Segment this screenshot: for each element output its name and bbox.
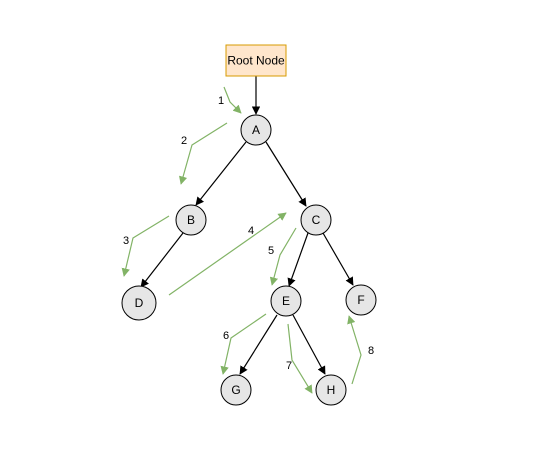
edge-c-f xyxy=(322,232,354,286)
step-label-4: 4 xyxy=(248,225,254,237)
node-e-label: E xyxy=(282,294,290,308)
node-d xyxy=(121,285,157,321)
node-labels: A B C D E F G H xyxy=(135,123,365,397)
node-b xyxy=(175,204,207,236)
traversal-arrow-5 xyxy=(269,227,297,286)
tree-edges xyxy=(140,76,354,375)
node-a-label: A xyxy=(252,123,260,137)
node-g-label: G xyxy=(231,383,240,397)
node-c-label: C xyxy=(312,213,321,227)
node-b-label: B xyxy=(187,213,195,227)
node-h xyxy=(315,374,347,406)
step-label-8: 8 xyxy=(368,345,374,357)
edge-e-g xyxy=(239,314,278,375)
node-h-label: H xyxy=(327,383,336,397)
step-label-1: 1 xyxy=(218,95,224,107)
traversal-arrow-1 xyxy=(223,86,242,114)
node-f-label: F xyxy=(357,293,364,307)
node-e xyxy=(270,285,302,317)
edge-a-b xyxy=(195,141,247,206)
traversal-arrow-8 xyxy=(347,315,362,385)
edge-a-c xyxy=(265,141,307,207)
tree-nodes xyxy=(121,114,377,406)
node-d-label: D xyxy=(135,296,144,310)
edge-b-d xyxy=(140,232,184,288)
root-node: Root Node xyxy=(225,44,287,77)
step-label-3: 3 xyxy=(123,235,129,247)
edge-c-e xyxy=(287,232,309,287)
traversal-arrows xyxy=(121,86,362,394)
node-a xyxy=(240,114,272,146)
root-node-label: Root Node xyxy=(227,54,285,68)
step-label-6: 6 xyxy=(223,330,229,342)
step-label-5: 5 xyxy=(268,245,274,257)
traversal-arrow-4 xyxy=(168,212,287,296)
traversal-arrow-6 xyxy=(220,313,267,375)
node-c xyxy=(300,204,332,236)
traversal-arrow-7 xyxy=(287,323,313,394)
node-g xyxy=(220,374,252,406)
traversal-arrow-2 xyxy=(179,122,228,185)
root-node-box xyxy=(225,44,287,77)
edge-e-h xyxy=(292,314,326,375)
step-label-2: 2 xyxy=(181,135,187,147)
node-f xyxy=(345,284,377,316)
step-label-7: 7 xyxy=(286,360,292,372)
traversal-arrow-3 xyxy=(121,215,170,277)
step-labels: 1 2 3 4 5 6 7 8 xyxy=(123,95,374,372)
